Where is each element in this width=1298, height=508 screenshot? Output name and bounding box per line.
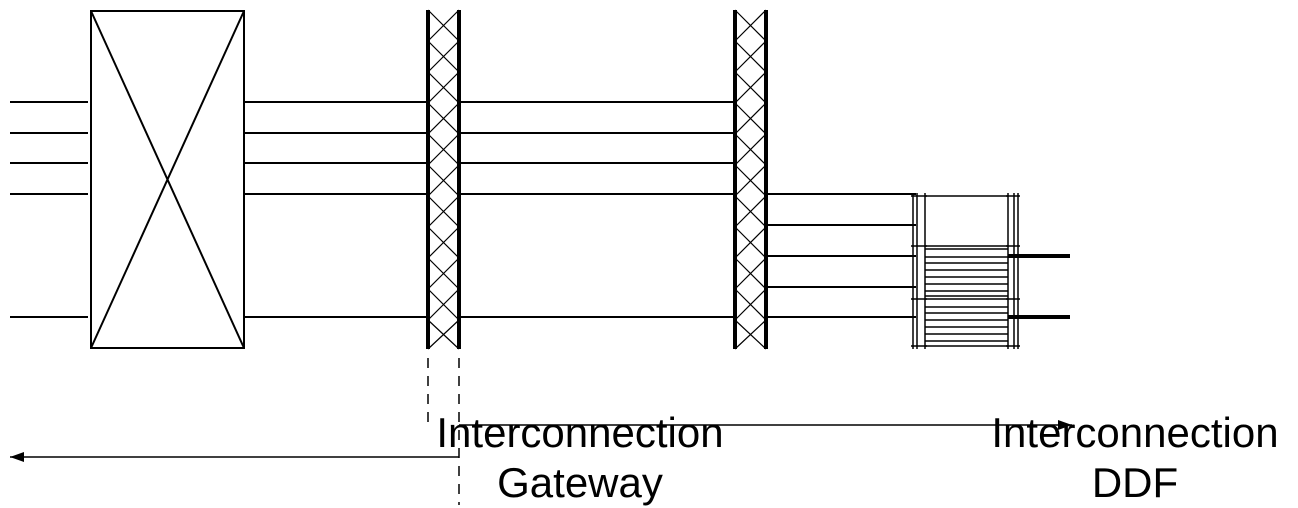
gateway-boundary-dashes bbox=[427, 358, 460, 505]
gateway-lattice bbox=[426, 9, 461, 350]
gateway-label-line1: Interconnection bbox=[436, 409, 724, 456]
ddf-panel bbox=[911, 193, 1020, 349]
ddf-shelf-lower bbox=[925, 306, 1008, 342]
ddf-shelf-upper bbox=[925, 256, 1008, 292]
switch-to-gateway-lines bbox=[244, 101, 428, 318]
ddf-jumpers bbox=[1008, 254, 1070, 319]
gateway-label-line2: Gateway bbox=[497, 459, 663, 506]
ddf-label: Interconnection DDF bbox=[985, 408, 1285, 508]
gateway-label: Interconnection Gateway bbox=[430, 408, 730, 508]
input-lines bbox=[10, 101, 88, 318]
ddf-label-line1: Interconnection bbox=[991, 409, 1279, 456]
lattice-to-ddf-lines bbox=[766, 193, 916, 318]
gateway-to-ddf-lattice-lines bbox=[459, 101, 735, 318]
switch-block bbox=[90, 10, 245, 349]
ddf-label-line2: DDF bbox=[1091, 459, 1179, 506]
ddf-lattice bbox=[733, 9, 768, 350]
